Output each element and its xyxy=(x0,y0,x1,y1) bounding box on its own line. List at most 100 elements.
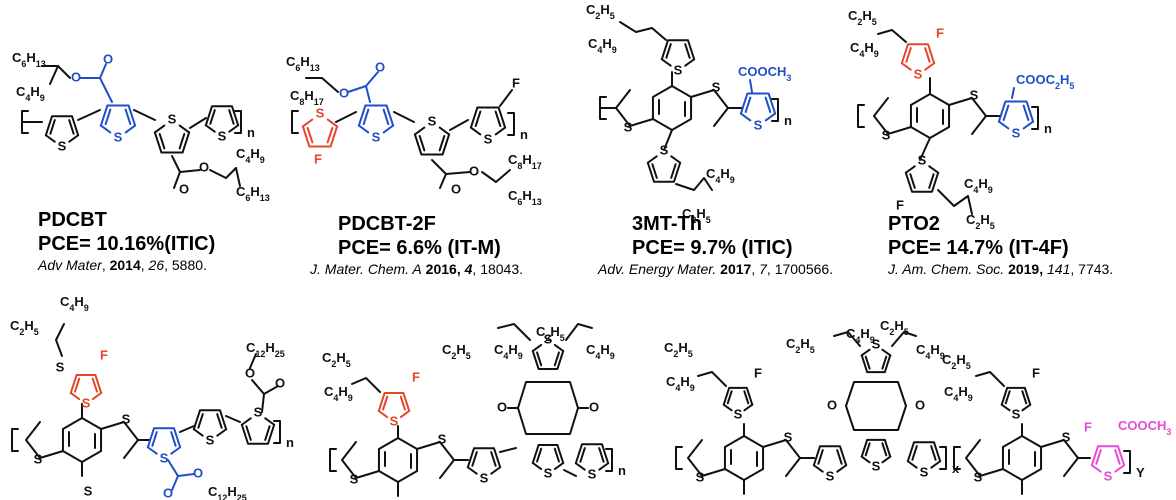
bond xyxy=(264,425,271,441)
bond xyxy=(764,112,777,122)
thiophene-ring xyxy=(812,445,848,467)
bond xyxy=(357,124,370,134)
bond xyxy=(49,119,56,135)
reference: Adv Mater, 2014, 26, 5880. xyxy=(38,257,207,273)
oxygen-atom: O xyxy=(339,85,349,100)
bond xyxy=(579,447,586,463)
alkyl-chain xyxy=(209,167,237,179)
bond xyxy=(216,413,223,429)
bond xyxy=(881,355,888,370)
bond xyxy=(178,132,186,150)
sulfur-atom: S xyxy=(544,331,553,346)
ref-journal: J. Mater. Chem. A xyxy=(310,261,422,277)
bond xyxy=(928,165,940,174)
bond xyxy=(494,110,502,128)
polymer-bracket xyxy=(291,110,299,134)
bond xyxy=(49,65,59,85)
bond xyxy=(1021,390,1028,405)
bond xyxy=(146,446,158,455)
label-c2h5: C2H5 xyxy=(10,318,39,337)
bond xyxy=(240,417,252,426)
thiophene-ring xyxy=(574,443,610,465)
compound-name: PDCBT-2F xyxy=(338,213,436,235)
sulfur-atom: S xyxy=(428,113,437,128)
compound-name: 3MT-Th xyxy=(632,213,702,235)
label-c4h9: C4H9 xyxy=(944,384,973,403)
polymer-bracket xyxy=(507,112,515,136)
sulfur-atom: S xyxy=(826,468,835,483)
alkyl-chain xyxy=(565,323,593,341)
bond xyxy=(670,163,677,179)
bond xyxy=(1002,104,1010,122)
polymer-bracket xyxy=(771,98,779,122)
polymer-bracket xyxy=(11,428,19,452)
polymer-bracket xyxy=(953,446,961,470)
bond xyxy=(158,132,166,150)
bond xyxy=(909,173,916,189)
bond xyxy=(382,124,395,134)
bond xyxy=(919,137,931,161)
label-c2h5: C2H5 xyxy=(682,206,711,225)
fluorine-atom: F xyxy=(754,365,762,380)
label-c2h5: C2H5 xyxy=(442,342,471,361)
ref-volume: 7 xyxy=(759,261,767,277)
label-c8h17: C8H17 xyxy=(508,152,542,171)
fused-thiophene xyxy=(965,439,1004,477)
bond xyxy=(197,413,204,429)
quinone-ring xyxy=(517,381,579,435)
compound-name: PDCBT xyxy=(38,209,107,231)
label-c4h9: C4H9 xyxy=(16,84,45,103)
label-c2h5: C2H5 xyxy=(786,336,815,355)
label-c4h9: C4H9 xyxy=(324,384,353,403)
bond xyxy=(251,379,265,395)
bond xyxy=(490,466,502,475)
bond xyxy=(563,469,577,477)
fused-thiophene xyxy=(25,421,64,459)
bond xyxy=(836,464,848,473)
thiophene-ring xyxy=(69,374,103,394)
fluorine-atom: F xyxy=(1084,419,1092,434)
sulfur-atom: S xyxy=(480,470,489,485)
sulfur-atom: S xyxy=(1012,125,1021,140)
ref-journal: J. Am. Chem. Soc. xyxy=(888,261,1005,277)
bond xyxy=(598,447,605,463)
ref-volume: 141 xyxy=(1047,261,1071,277)
fluorine-atom: F xyxy=(100,347,108,362)
bond xyxy=(928,173,935,189)
sulfur-atom: S xyxy=(920,464,929,479)
sulfur-atom: S xyxy=(218,128,227,143)
thiophene-ring xyxy=(153,131,191,154)
sulfur-atom: S xyxy=(122,411,131,426)
bond xyxy=(743,403,754,412)
bond xyxy=(900,62,912,71)
bond xyxy=(1021,403,1032,412)
label-cooc2h5: COOC2H5 xyxy=(1016,72,1074,91)
oxygen-atom: O xyxy=(375,59,385,74)
thiophene-ring xyxy=(99,104,137,127)
oxygen-atom: O xyxy=(497,399,507,414)
sulfur-atom: S xyxy=(1104,468,1113,483)
sulfur-atom: S xyxy=(974,469,983,484)
bond xyxy=(69,391,81,401)
bond xyxy=(646,155,658,164)
thiophene-ring xyxy=(1090,445,1126,467)
sulfur-atom: S xyxy=(206,432,215,447)
oxygen-atom: O xyxy=(245,365,255,380)
bond xyxy=(153,124,166,134)
label-c2h5: C2H5 xyxy=(880,318,909,337)
bond xyxy=(91,391,103,401)
bond xyxy=(553,343,565,353)
bond xyxy=(536,351,543,367)
bond xyxy=(365,71,379,103)
bond xyxy=(1022,104,1030,122)
label-c2h5: C2H5 xyxy=(664,340,693,359)
bond xyxy=(399,395,406,411)
bond xyxy=(911,445,918,461)
reference: J. Mater. Chem. A 2016, 4, 18043. xyxy=(310,261,524,277)
label-c4h9: C4H9 xyxy=(236,146,265,165)
fluorine-atom: F xyxy=(936,25,944,40)
thiophene-ring xyxy=(357,104,395,127)
bond xyxy=(68,119,75,135)
